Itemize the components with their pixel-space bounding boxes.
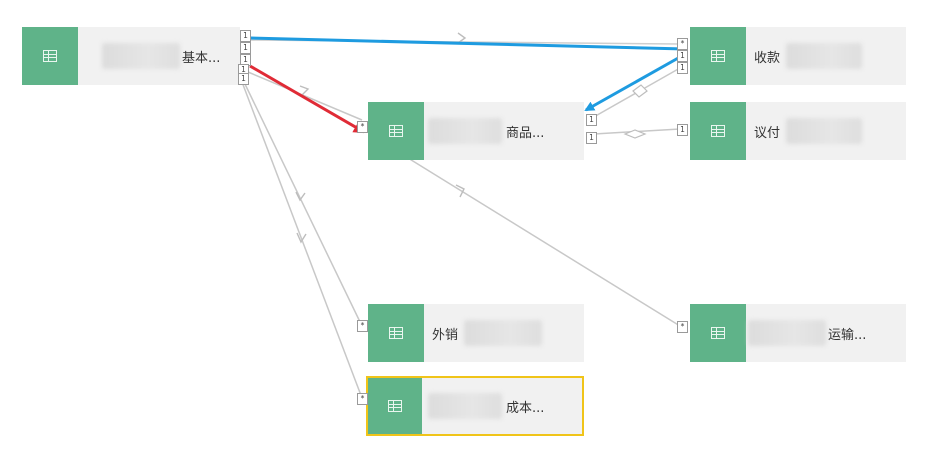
table-node-yunshu[interactable]: 运输... <box>690 304 906 362</box>
cardinality-badge: 1 <box>240 42 251 54</box>
table-node-chengben-selected[interactable]: 成本... <box>366 376 584 436</box>
arrow-icon <box>455 184 465 198</box>
table-node-shangpin[interactable]: 商品... <box>368 102 584 160</box>
blurred-label <box>428 118 502 144</box>
table-icon <box>43 50 57 62</box>
cardinality-badge: 1 <box>586 114 597 126</box>
arrow-icon <box>299 85 310 96</box>
blurred-label <box>464 320 542 346</box>
table-node-label: 基本... <box>182 50 221 66</box>
table-icon <box>388 400 402 412</box>
table-icon <box>389 327 403 339</box>
table-node-label: 运输... <box>828 327 867 343</box>
table-node-label: 议付 <box>754 125 781 141</box>
cardinality-badge: 1 <box>586 132 597 144</box>
table-node-waixiao[interactable]: 外销 <box>368 304 584 362</box>
table-node-icon <box>690 27 746 85</box>
table-icon <box>711 50 725 62</box>
table-node-label: 外销 <box>432 327 459 343</box>
cardinality-badge: * <box>357 121 368 133</box>
cardinality-badge: 1 <box>677 50 688 62</box>
table-icon <box>711 125 725 137</box>
table-node-icon <box>22 27 78 85</box>
table-icon <box>389 125 403 137</box>
table-node-icon <box>690 102 746 160</box>
edge-highlight-blue-shoukuan-shangpin[interactable] <box>584 55 681 112</box>
link-diamond-icon <box>623 129 647 139</box>
table-node-jiben[interactable]: 基本... <box>22 27 240 85</box>
blurred-label <box>428 393 502 419</box>
table-node-label: 成本... <box>506 400 545 416</box>
blurred-label <box>786 43 862 69</box>
cardinality-badge: * <box>677 38 688 50</box>
blurred-label <box>748 320 826 346</box>
table-node-icon <box>368 378 422 434</box>
cardinality-badge: * <box>357 320 368 332</box>
table-node-icon <box>368 304 424 362</box>
table-node-icon <box>368 102 424 160</box>
table-node-yifu[interactable]: 议付 <box>690 102 906 160</box>
direction-chevrons <box>295 32 467 244</box>
blurred-label <box>786 118 862 144</box>
edge-highlight-red-jiben-shangpin[interactable] <box>249 64 366 134</box>
cardinality-badge: 1 <box>677 124 688 136</box>
edge-shangpin-yunshu[interactable] <box>407 157 681 327</box>
table-node-shoukuan[interactable]: 收款 <box>690 27 906 85</box>
edge-jiben-shangpin[interactable] <box>247 71 363 121</box>
cardinality-badge: 1 <box>677 62 688 74</box>
blurred-label <box>102 43 180 69</box>
arrow-icon <box>296 232 307 244</box>
cardinality-badge: * <box>357 393 368 405</box>
edge-jiben-waixiao[interactable] <box>243 81 363 327</box>
arrow-icon <box>295 191 306 202</box>
cardinality-badge: 1 <box>240 30 251 42</box>
table-node-label: 商品... <box>506 125 545 141</box>
arrow-icon <box>457 32 467 44</box>
cardinality-badge: * <box>677 321 688 333</box>
cardinality-badge: 1 <box>238 73 249 85</box>
table-node-label: 收款 <box>754 50 781 66</box>
table-node-icon <box>690 304 746 362</box>
edge-highlight-blue-jiben-shoukuan[interactable] <box>249 36 687 54</box>
link-diamond-icon <box>632 84 648 98</box>
table-icon <box>711 327 725 339</box>
